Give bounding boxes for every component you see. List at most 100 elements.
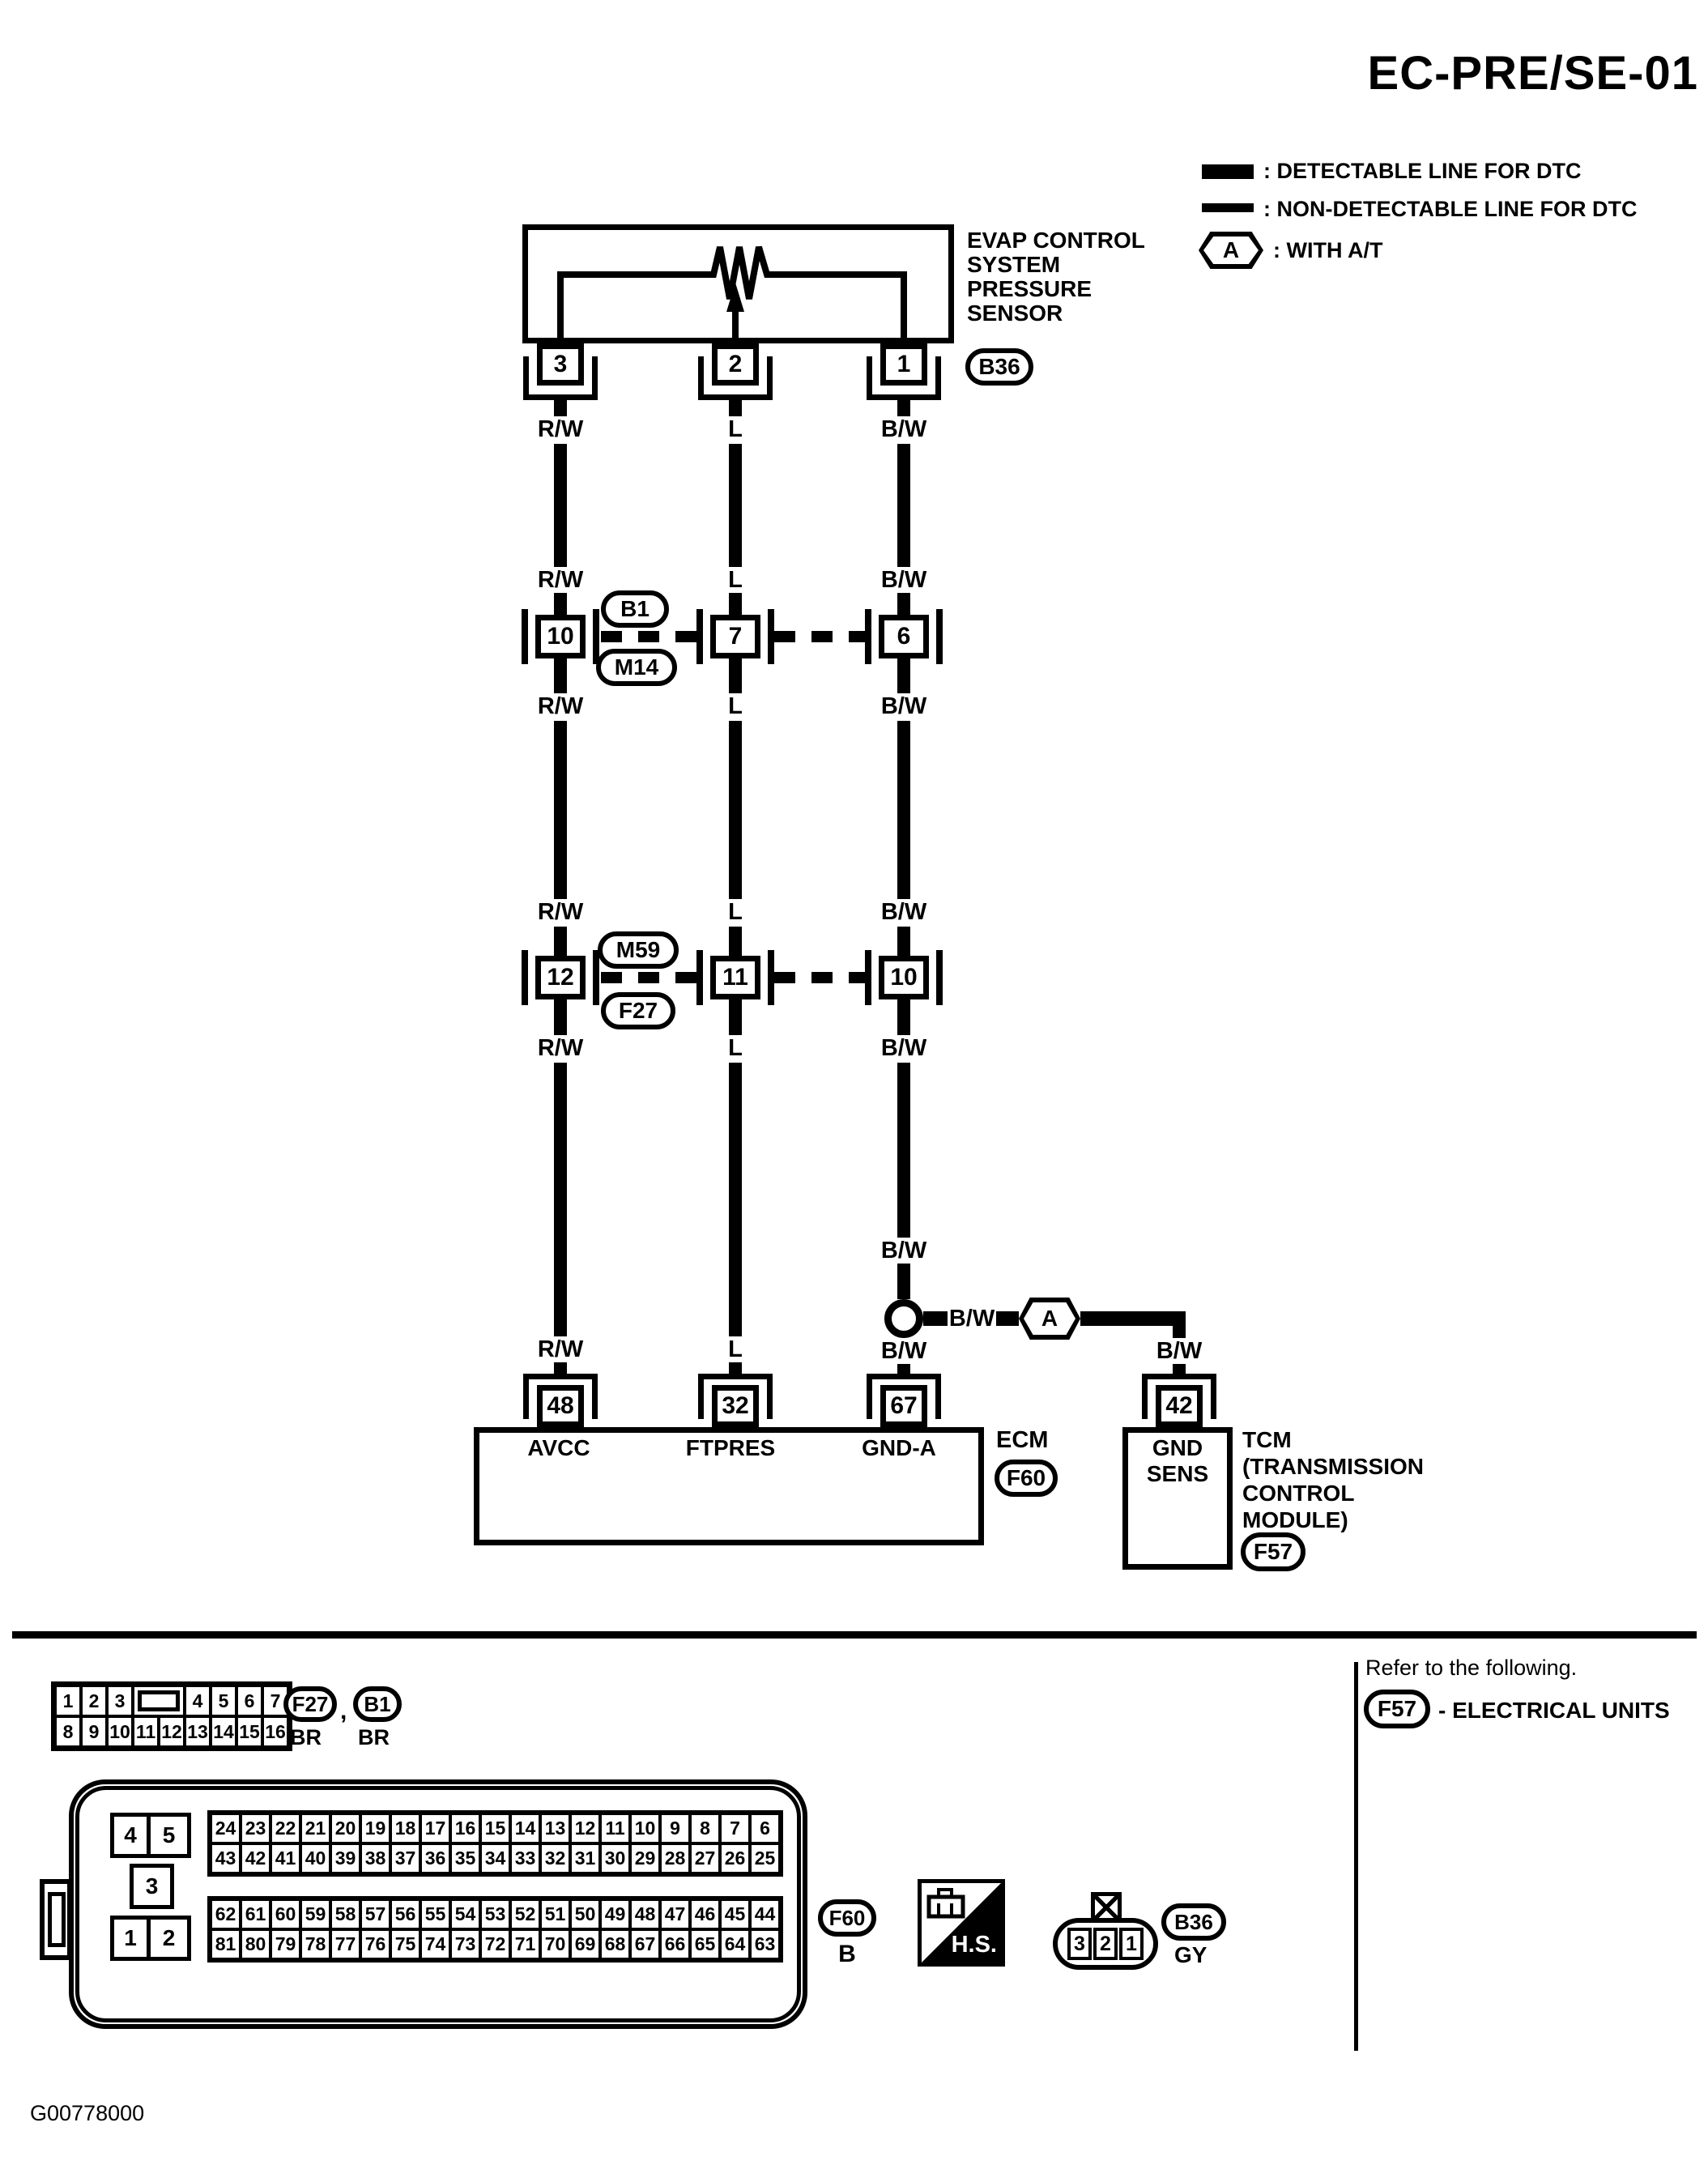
wire-stub [897,927,910,956]
wire-color-label: B/W [880,1035,927,1061]
pin-cell: 81 [212,1931,239,1958]
wiper-arrow-icon [726,283,744,312]
connector-16pin-badge-f27: F27 [283,1686,337,1722]
pin-cell: 57 [362,1901,389,1928]
wire-segment [729,1063,742,1336]
wire-color-label: B/W [880,899,927,925]
pin-cell: 3 [145,1873,159,1899]
pin-bracket [867,1374,941,1419]
wire-segment [554,721,567,899]
pin-bracket [698,1374,773,1419]
wire-segment [729,444,742,567]
pin-cell: 17 [422,1815,449,1842]
ecm-connector-shell-inner [75,1786,801,2022]
pin-cell: 14 [512,1815,539,1842]
wire-color-label: B/W [880,416,927,442]
tcm-name-line1: TCM [1242,1427,1292,1452]
ecm-connector-badge: F60 [995,1460,1058,1497]
pin-cell: 1 [114,1920,151,1957]
doc-number: G00778000 [30,2101,145,2125]
wire-color-label: R/W [537,1336,584,1362]
wire-stub [729,1362,742,1377]
refer-divider [1354,1662,1358,2051]
pin-bracket [523,1374,598,1419]
pin-cell: 52 [512,1901,539,1928]
pin-cell: 4 [186,1687,209,1715]
detectable-line-sample [1202,164,1254,179]
ecm-connector-cell-3: 3 [130,1864,174,1909]
pin-cell: 10 [109,1718,131,1745]
wire-color-label: B/W [948,1306,995,1332]
pin-number: 2 [712,343,759,386]
pin-cell: 50 [572,1901,598,1928]
wire-stub [729,398,742,416]
pin-cell: 60 [272,1901,299,1928]
pin-number: 67 [880,1385,927,1427]
pin-cell: 5 [162,1822,176,1847]
junction2-pin-mid: 11 [696,942,774,1013]
sensor-name-line3: PRESSURE [967,276,1093,301]
pin-bracket [523,356,598,400]
pin-cell: 56 [392,1901,419,1928]
wire-color-label: R/W [537,416,584,442]
ecm-pin-32: 32 [698,1374,773,1427]
pin-cell: 65 [692,1931,718,1958]
evap-sensor-box [522,224,954,343]
pin-cell: 2 [83,1687,105,1715]
ecm-pin-function: FTPRES [685,1435,776,1460]
wire-segment [897,721,910,899]
pin-cell: 74 [422,1931,449,1958]
dashed-link [601,972,696,983]
pin-cell: 62 [212,1901,239,1928]
pin-number: 10 [535,615,586,658]
refer-title: Refer to the following. [1365,1656,1578,1680]
pin-cell: 25 [752,1845,778,1872]
pin-cell: 12 [160,1718,183,1745]
legend-detectable-label: : DETECTABLE LINE FOR DTC [1263,159,1582,183]
wire-stub [729,927,742,956]
wire-color-label: L [728,899,743,925]
pin-cell: 45 [722,1901,748,1928]
pin-cell: 51 [542,1901,569,1928]
with-at-hexagon-icon: A [1019,1298,1080,1340]
pin-cell: 9 [662,1815,688,1842]
pin-cell: 8 [692,1815,718,1842]
wire-segment [554,444,567,567]
b36-connector-badge: B36 [1161,1903,1226,1941]
pin-cell: 40 [302,1845,329,1872]
harness-side-icon: H.S. [918,1879,1005,1967]
ecm-connector-badge-f60: F60 [818,1899,876,1937]
wire-stub [729,999,742,1035]
pin-bracket [1142,1374,1216,1419]
pin-bracket [865,609,871,664]
wire-stub [554,927,567,956]
pin-cell: 32 [542,1845,569,1872]
pin-cell: 7 [264,1687,287,1715]
dashed-link [774,972,865,983]
pin-cell: 36 [422,1845,449,1872]
pin-number: 11 [710,956,760,999]
wire-stub [729,593,742,616]
pin-cell: 26 [722,1845,748,1872]
pin-cell: 6 [238,1687,261,1715]
pin-bracket [696,609,703,664]
wire-color-label: B/W [880,1338,927,1364]
wire-color-label: B/W [880,693,927,719]
pin-cell: 69 [572,1931,598,1958]
pin-cell: 37 [392,1845,419,1872]
pin-bracket [768,950,774,1005]
wire-stub [729,658,742,693]
wire-stub [897,658,910,693]
non-detectable-line-sample [1202,203,1254,212]
sensor-name-line4: SENSOR [967,300,1063,326]
connector-color-label: GY [1174,1942,1208,1967]
pin-cell: 24 [212,1815,239,1842]
connector-16pin-badge-b1: B1 [353,1686,402,1722]
sensor-name-line1: EVAP CONTROL [967,228,1145,253]
pin-cell: 3 [109,1687,131,1715]
junction2-pin-right: 10 [865,942,943,1013]
connector-glyph-icon [926,1888,965,1919]
